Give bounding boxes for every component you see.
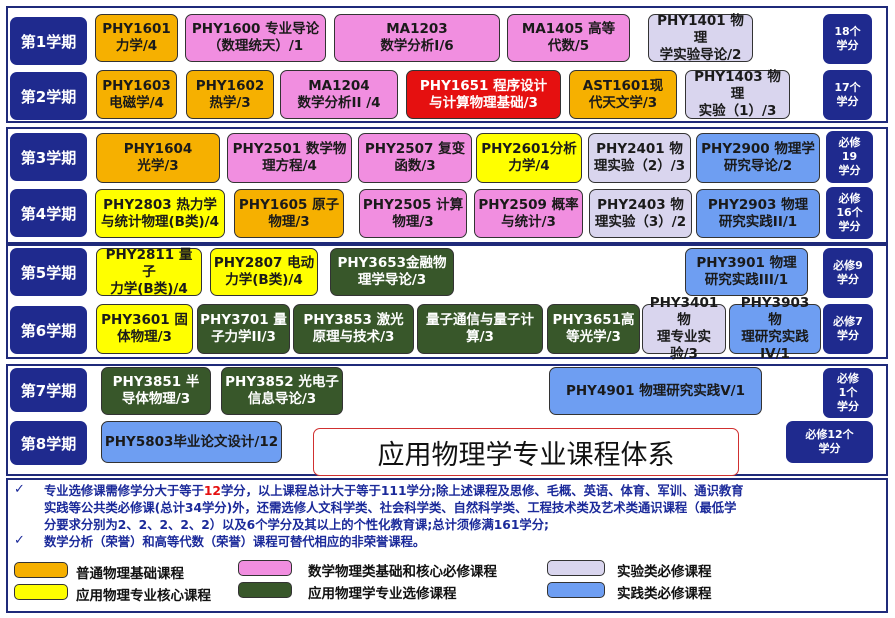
- note-1-line-2: 实践等公共类必修课(总计34学分)外，还需选修人文科学类、社会科学类、自然科学类…: [44, 501, 737, 515]
- check-icon: ✓: [14, 482, 25, 497]
- note-2: 数学分析（荣誉）和高等代数（荣誉）课程可替代相应的非荣誉课程。: [44, 535, 426, 549]
- course-phy1403[interactable]: PHY1403 物理 实验（1）/3: [685, 69, 790, 119]
- semester-5-credits: 必修9 学分: [823, 248, 873, 298]
- course-ma1203[interactable]: MA1203 数学分析I/6: [334, 14, 500, 62]
- course-phy5803[interactable]: PHY5803毕业论文设计/12: [101, 421, 282, 463]
- check-icon: ✓: [14, 533, 25, 548]
- course-phy1603[interactable]: PHY1603 电磁学/4: [96, 70, 177, 119]
- semester-5-label: 第5学期: [10, 248, 87, 296]
- course-phy2807[interactable]: PHY2807 电动 力学(B类)/4: [210, 248, 318, 296]
- legend-label-elective: 应用物理学专业选修课程: [308, 586, 457, 602]
- course-phy2803[interactable]: PHY2803 热力学 与统计物理(B类)/4: [95, 189, 225, 238]
- semester-8-credits: 必修12个 学分: [786, 421, 873, 463]
- semester-2-credits: 17个 学分: [823, 70, 872, 120]
- course-phy2403[interactable]: PHY2403 物 理实验（3）/2: [589, 189, 692, 238]
- course-phy1602[interactable]: PHY1602 热学/3: [186, 70, 274, 119]
- note-1-text-b: 学分，以上课程总计大于等于111学分;除上述课程及思修、毛概、英语、体育、军训、…: [221, 484, 744, 498]
- legend-swatch-practice: [547, 582, 605, 598]
- course-phy3901[interactable]: PHY3901 物理 研究实践III/1: [685, 248, 808, 296]
- course-phy2501[interactable]: PHY2501 数学物 理方程/4: [227, 133, 352, 183]
- course-phy2509[interactable]: PHY2509 概率 与统计/3: [474, 189, 583, 238]
- course-phy1401[interactable]: PHY1401 物理 学实验导论/2: [648, 13, 753, 63]
- semester-3-credits: 必修 19 学分: [826, 131, 873, 183]
- legend-swatch-core: [14, 584, 68, 600]
- course-ma1204[interactable]: MA1204 数学分析II /4: [280, 70, 398, 119]
- course-phy1600[interactable]: PHY1600 专业导论 （数理统天）/1: [185, 14, 326, 62]
- legend-label-math-physics: 数学物理类基础和核心必修课程: [308, 564, 497, 580]
- semester-1-credits: 18个 学分: [823, 14, 872, 64]
- course-phy3651[interactable]: PHY3651高 等光学/3: [547, 304, 640, 354]
- course-phy2505[interactable]: PHY2505 计算 物理/3: [359, 189, 467, 238]
- notes-panel: ✓ 专业选修课需修学分大于等于12学分，以上课程总计大于等于111学分;除上述课…: [6, 478, 888, 613]
- legend-swatch-math-physics: [238, 560, 292, 576]
- legend-label-lab: 实验类必修课程: [617, 564, 712, 580]
- course-phy2401[interactable]: PHY2401 物 理实验（2）/3: [588, 133, 691, 183]
- course-phy2900[interactable]: PHY2900 物理学 研究导论/2: [696, 133, 820, 183]
- course-phy3853[interactable]: PHY3853 激光 原理与技术/3: [293, 304, 414, 354]
- semester-6-credits: 必修7 学分: [823, 304, 873, 354]
- semester-1-label: 第1学期: [10, 17, 87, 65]
- course-phy4901[interactable]: PHY4901 物理研究实践V/1: [549, 367, 762, 415]
- legend-swatch-general-physics: [14, 562, 68, 578]
- course-phy1651[interactable]: PHY1651 程序设计 与计算物理基础/3: [406, 70, 561, 119]
- note-1-line-3: 分要求分别为2、2、2、2、2）以及6个学分及其以上的个性化教育课;总计须修满1…: [44, 518, 549, 532]
- course-phy1604[interactable]: PHY1604 光学/3: [96, 133, 220, 183]
- semester-6-label: 第6学期: [10, 306, 87, 354]
- semester-7-label: 第7学期: [10, 368, 87, 412]
- course-phy2507[interactable]: PHY2507 复变 函数/3: [358, 133, 472, 183]
- course-phy3903[interactable]: PHY3903 物 理研究实践 IV/1: [729, 295, 821, 362]
- semester-7-credits: 必修 1个 学分: [823, 368, 873, 418]
- course-phy3401[interactable]: PHY3401 物 理专业实验/3: [642, 295, 726, 362]
- semester-3-label: 第3学期: [10, 133, 87, 181]
- page-title: 应用物理学专业课程体系: [313, 428, 739, 476]
- semester-4-credits: 必修 16个 学分: [826, 187, 873, 239]
- note-1-line-1: 专业选修课需修学分大于等于12学分，以上课程总计大于等于111学分;除上述课程及…: [44, 482, 743, 500]
- course-phy2601[interactable]: PHY2601分析 力学/4: [476, 133, 582, 183]
- semester-8-label: 第8学期: [10, 421, 87, 465]
- course-phy2811[interactable]: PHY2811 量子 力学(B类)/4: [96, 247, 202, 297]
- legend-label-general-physics: 普通物理基础课程: [76, 566, 184, 582]
- course-phy3601[interactable]: PHY3601 固 体物理/3: [96, 304, 193, 354]
- legend-label-practice: 实践类必修课程: [617, 586, 712, 602]
- course-phy1601[interactable]: PHY1601 力学/4: [95, 14, 178, 62]
- course-ast1601[interactable]: AST1601现 代天文学/3: [569, 70, 677, 119]
- semester-4-label: 第4学期: [10, 189, 87, 237]
- course-phy1605[interactable]: PHY1605 原子 物理/3: [234, 189, 344, 238]
- legend-swatch-lab: [547, 560, 605, 576]
- note-1-credit-highlight: 12: [203, 484, 221, 498]
- note-1-text-a: 专业选修课需修学分大于等于: [44, 484, 204, 498]
- course-phy3701[interactable]: PHY3701 量 子力学II/3: [197, 304, 290, 354]
- course-ma1405[interactable]: MA1405 高等 代数/5: [507, 14, 630, 62]
- course-phy3851[interactable]: PHY3851 半 导体物理/3: [101, 367, 211, 415]
- legend-label-core: 应用物理专业核心课程: [76, 588, 211, 604]
- course-phy3653[interactable]: PHY3653金融物 理学导论/3: [330, 248, 454, 296]
- course-phy3852[interactable]: PHY3852 光电子 信息导论/3: [221, 367, 343, 415]
- course-quantum-communication[interactable]: 量子通信与量子计 算/3: [417, 304, 543, 354]
- legend-swatch-elective: [238, 582, 292, 598]
- semester-2-label: 第2学期: [10, 72, 87, 120]
- course-phy2903[interactable]: PHY2903 物理 研究实践II/1: [696, 189, 820, 238]
